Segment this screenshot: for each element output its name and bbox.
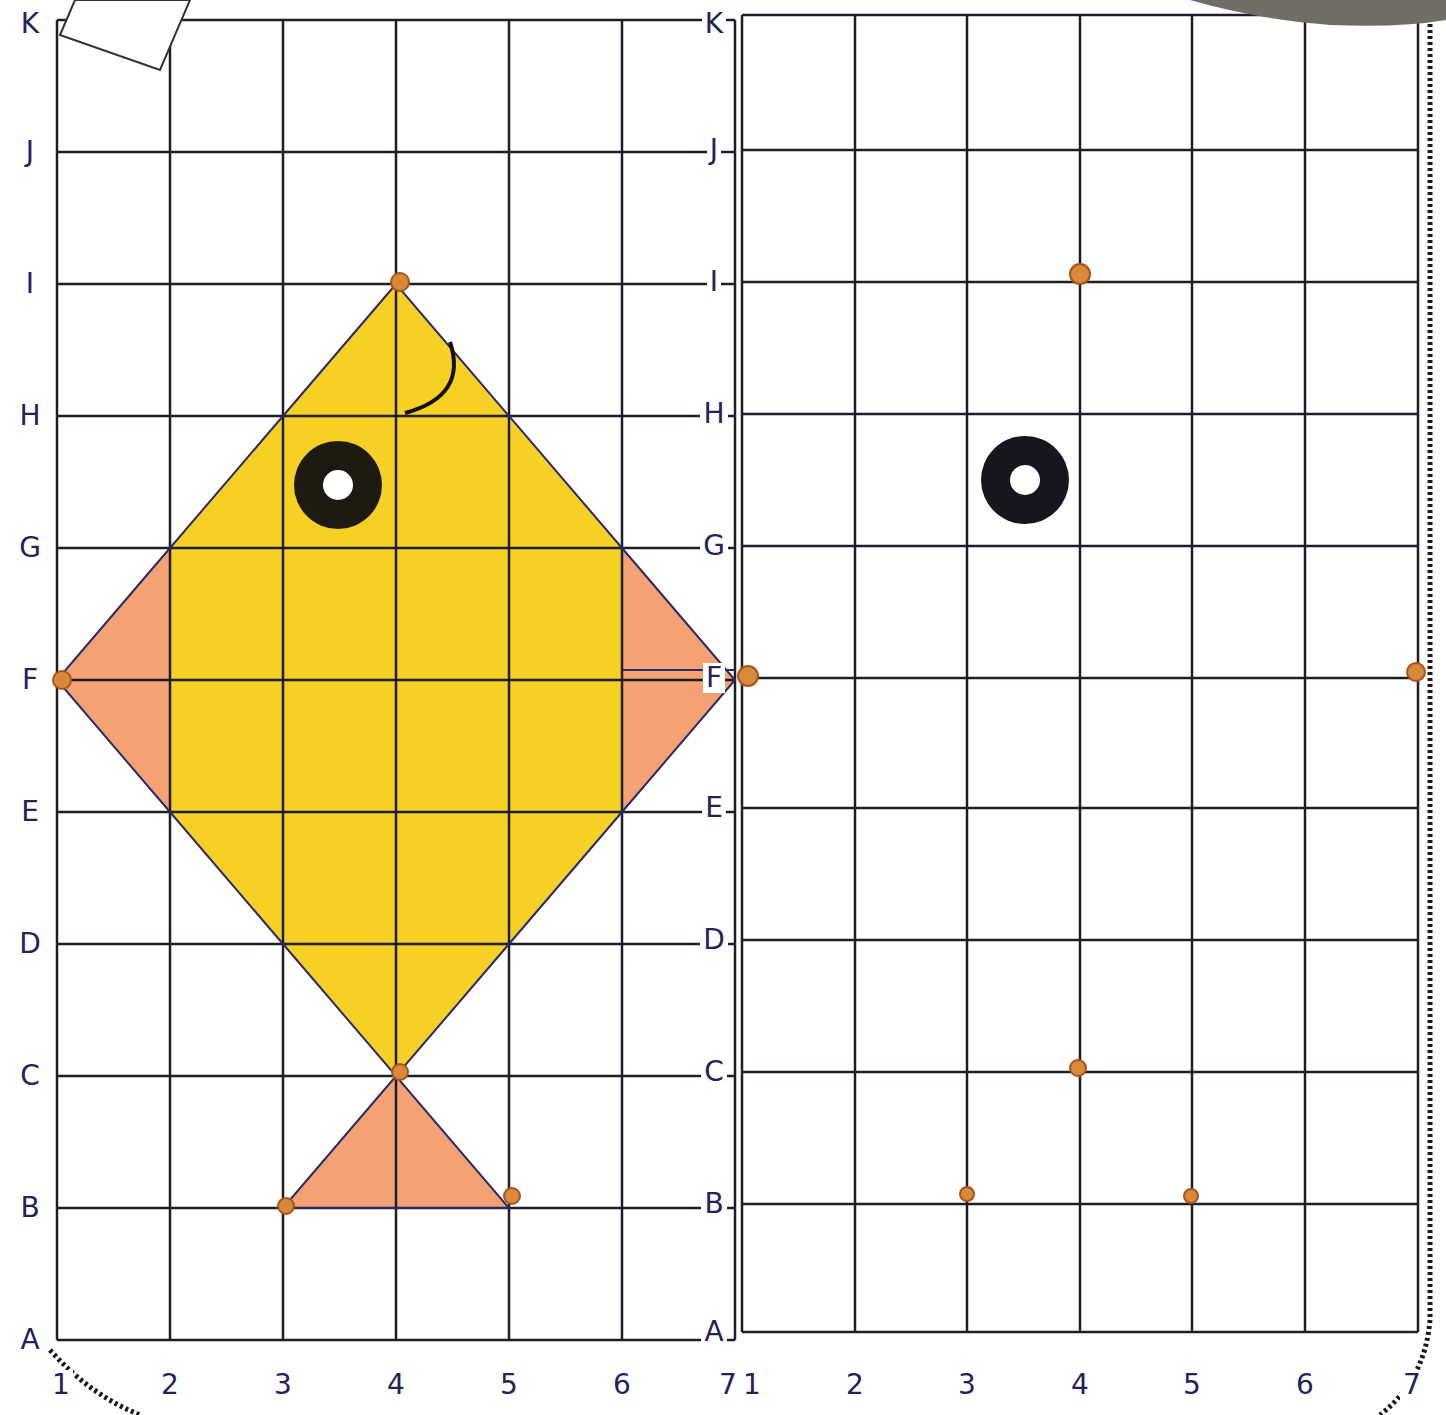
row-letter: G [16, 533, 44, 563]
column-number: 1 [740, 1370, 764, 1400]
photo-shadow [1190, 0, 1446, 26]
eye-highlight [1010, 465, 1040, 495]
fish-eye [981, 436, 1069, 524]
row-letter: G [700, 531, 728, 561]
column-number: 5 [497, 1370, 521, 1400]
row-letter: E [18, 797, 42, 827]
row-letter: B [17, 1193, 42, 1223]
corner-sticker [60, 0, 190, 70]
column-number: 2 [843, 1370, 867, 1400]
column-number: 3 [955, 1370, 979, 1400]
row-letter: B [701, 1189, 726, 1219]
column-number: 7 [716, 1370, 740, 1400]
right-grid [742, 15, 1418, 1332]
plot-points [53, 264, 1425, 1214]
column-number: 4 [384, 1370, 408, 1400]
row-letter: I [707, 267, 721, 297]
row-letter: A [701, 1317, 726, 1347]
column-number: 6 [1293, 1370, 1317, 1400]
eye-highlight [323, 470, 353, 500]
row-letter: E [702, 793, 726, 823]
left-grid [57, 20, 735, 1340]
row-letter: I [23, 269, 37, 299]
cut-line [50, 1350, 140, 1415]
row-letter: F [19, 665, 41, 695]
row-letter: C [701, 1057, 727, 1087]
column-number: 2 [158, 1370, 182, 1400]
column-number: 6 [610, 1370, 634, 1400]
row-letter: H [16, 401, 43, 431]
column-number: 5 [1180, 1370, 1204, 1400]
row-letter: H [700, 399, 727, 429]
column-number: 7 [1400, 1370, 1424, 1400]
row-letter: D [16, 929, 44, 959]
row-letter: A [17, 1325, 42, 1355]
column-number: 4 [1068, 1370, 1092, 1400]
column-number: 1 [49, 1370, 73, 1400]
row-letter: J [23, 137, 37, 167]
row-letter: K [18, 9, 42, 39]
tail-outline [283, 1076, 509, 1208]
row-letter: D [700, 925, 728, 955]
fish-eye [294, 441, 382, 529]
row-letter: K [702, 9, 726, 39]
row-letter: J [707, 135, 721, 165]
cut-line [1380, 0, 1430, 1415]
fish-outline [57, 284, 735, 1076]
fish-mouth [405, 342, 454, 413]
row-letter: C [17, 1061, 43, 1091]
column-number: 3 [271, 1370, 295, 1400]
row-letter: F [703, 663, 725, 693]
